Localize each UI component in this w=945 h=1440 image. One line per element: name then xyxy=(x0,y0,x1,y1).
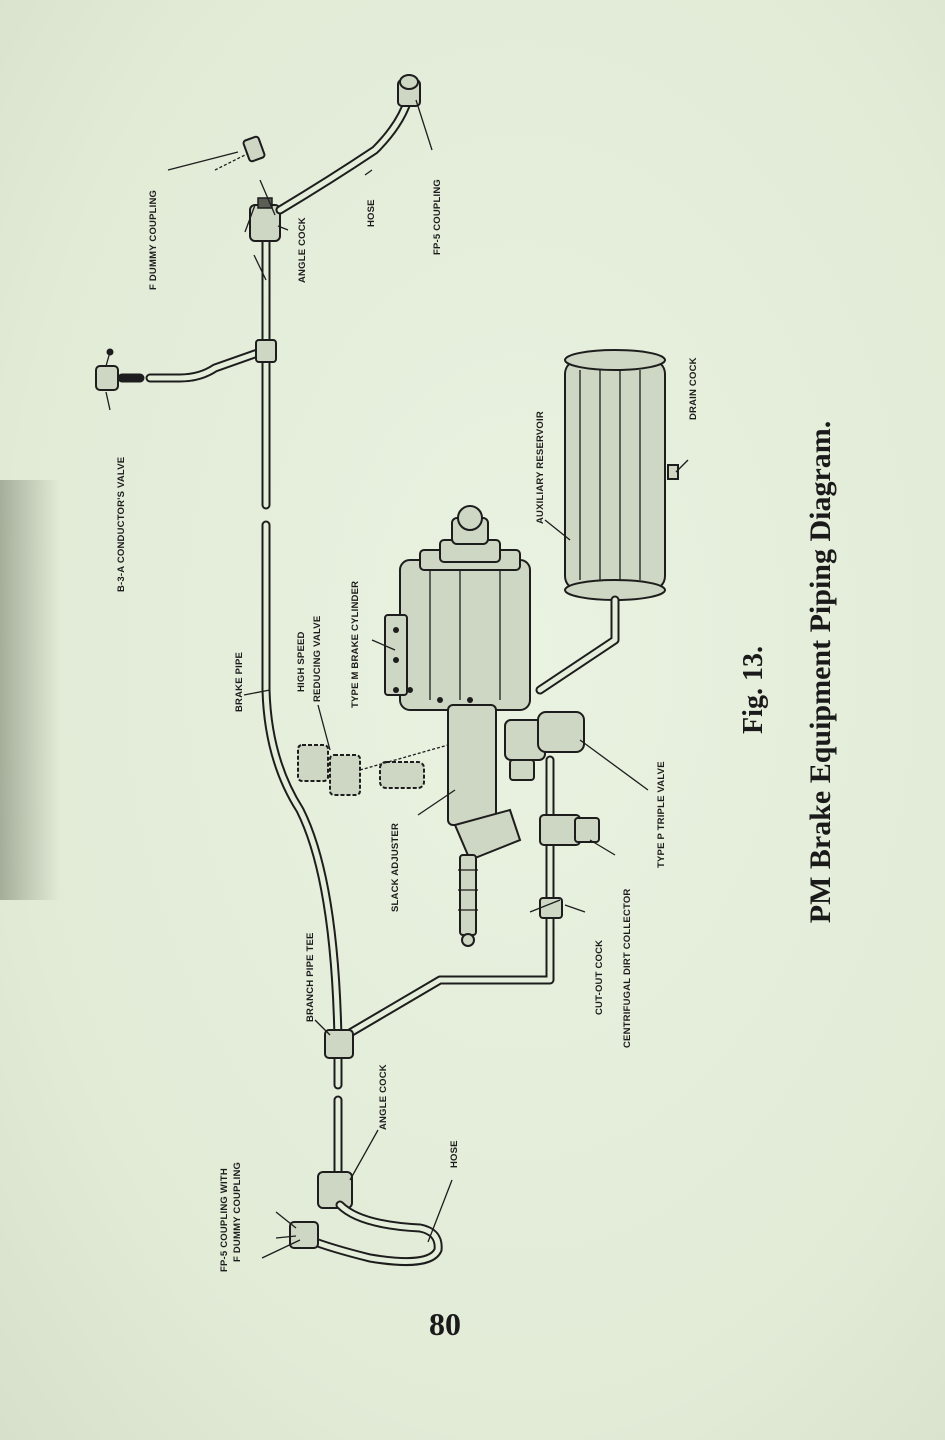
label-dirt-collector: CENTRIFUGAL DIRT COLLECTOR xyxy=(622,889,633,1048)
page-number: 80 xyxy=(429,1306,461,1342)
label-hose-bottom: HOSE xyxy=(449,1140,460,1168)
page-shadow xyxy=(0,480,60,900)
figure-title: PM Brake Equipment Piping Diagram. xyxy=(804,421,837,924)
label-angle-cock-bottom: ANGLE COCK xyxy=(378,1064,389,1130)
label-cut-out-cock: CUT-OUT COCK xyxy=(594,940,605,1015)
brake-pipe xyxy=(261,225,343,1180)
label-f-dummy-coupling: F DUMMY COUPLING xyxy=(148,190,159,290)
bottom-end-assembly xyxy=(275,1171,443,1267)
label-conductors-valve: B-3-A CONDUCTOR'S VALVE xyxy=(116,457,127,592)
label-angle-cock-top: ANGLE COCK xyxy=(297,217,308,283)
branch-pipe xyxy=(324,755,600,1059)
label-high-speed: HIGH SPEED xyxy=(296,631,307,692)
label-hose-top: HOSE xyxy=(366,199,377,227)
triple-valve xyxy=(504,711,585,781)
label-drain-cock: DRAIN COCK xyxy=(688,357,699,420)
label-brake-pipe: BRAKE PIPE xyxy=(234,652,245,712)
brake-cylinder xyxy=(384,505,531,711)
top-end-assembly xyxy=(214,74,421,281)
label-branch-pipe-tee: BRANCH PIPE TEE xyxy=(305,932,316,1022)
figure-number: Fig. 13. xyxy=(738,646,769,734)
conductors-valve-branch xyxy=(95,339,277,391)
slack-adjuster xyxy=(447,704,522,947)
leader-lines-lower xyxy=(261,459,689,1259)
label-triple-valve: TYPE P TRIPLE VALVE xyxy=(656,761,667,868)
label-reducing-valve: REDUCING VALVE xyxy=(312,616,323,702)
label-fp5-with: FP-5 COUPLING WITH xyxy=(219,1168,230,1272)
label-f-dummy-coupling-bottom: F DUMMY COUPLING xyxy=(232,1162,243,1262)
label-fp5-coupling: FP-5 COUPLING xyxy=(432,179,443,255)
component-labels: F DUMMY COUPLING ANGLE COCK HOSE FP-5 CO… xyxy=(116,179,699,1272)
figure-caption: Fig. 13. PM Brake Equipment Piping Diagr… xyxy=(738,421,837,924)
leader-lines-top xyxy=(105,99,433,696)
label-brake-cylinder: TYPE M BRAKE CYLINDER xyxy=(350,581,361,708)
high-speed-reducing-valve xyxy=(297,744,449,796)
auxiliary-reservoir xyxy=(564,349,679,601)
reservoir-pipe xyxy=(535,595,620,695)
label-slack-adjuster: SLACK ADJUSTER xyxy=(390,823,401,912)
label-auxiliary-reservoir: AUXILIARY RESERVOIR xyxy=(535,411,546,524)
